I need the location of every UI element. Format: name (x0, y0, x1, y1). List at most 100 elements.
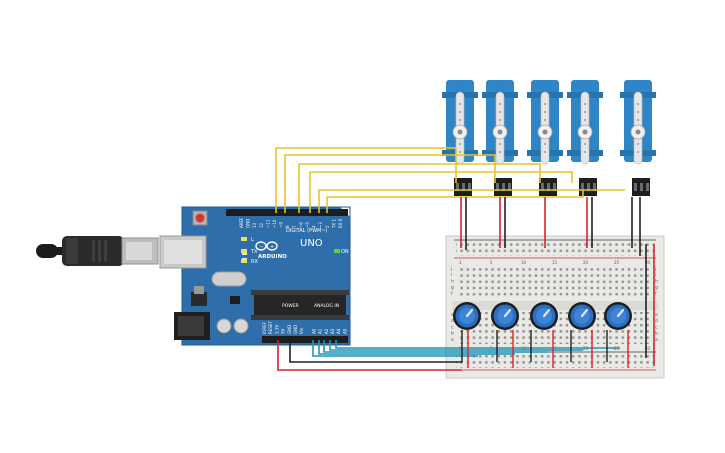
power-analog-pin-label: RESET (268, 321, 273, 334)
digital-pin-label: 4 (312, 225, 317, 228)
analog-header-label: ANALOG IN (314, 303, 339, 309)
row-letter: i (655, 272, 656, 278)
power-analog-pin-label: A2 (324, 328, 329, 334)
potentiometer[interactable] (453, 302, 481, 330)
servo-motor[interactable] (527, 80, 563, 196)
signal-wires (275, 147, 625, 213)
pot-leads (461, 330, 629, 368)
digital-header (226, 209, 348, 216)
row-letter: c (655, 325, 658, 330)
top-power-rail (456, 243, 654, 256)
power-analog-pin-label: 3.3V (274, 325, 279, 334)
digital-pin-label: ~6 (298, 222, 303, 228)
row-letter: d (451, 318, 454, 324)
reset-button[interactable] (195, 213, 205, 223)
power-analog-pin-label: 5V (281, 328, 286, 334)
l-led (241, 237, 247, 241)
row-letter: e (655, 313, 658, 318)
row-letter: f (451, 291, 453, 297)
digital-pin-label: 8 (285, 225, 290, 228)
power-analog-header (262, 336, 348, 343)
l-led-label: L (251, 237, 254, 243)
signal-wire-5 (318, 189, 625, 213)
row-letter: d (655, 318, 658, 324)
power-analog-pin-label: A0 (311, 328, 316, 334)
digital-pin-label: ~5 (305, 222, 310, 228)
rx-led (241, 259, 247, 263)
digital-pin-label: ~9 (279, 222, 284, 228)
column-number: 10 (521, 260, 527, 265)
digital-pin-label: 13 (252, 222, 257, 228)
row-letter: c (451, 325, 454, 330)
capacitor (216, 318, 232, 334)
power-analog-pin-label: A3 (330, 328, 335, 334)
arduino-uno-board: L TX RX ON − + ARDUINO UNO DIGITAL (PWM~… (159, 206, 351, 346)
brand-label: ARDUINO (258, 254, 287, 260)
power-analog-pin-label: GND (287, 325, 292, 334)
column-number: 20 (583, 260, 589, 265)
column-number: 1 (459, 260, 462, 265)
row-letter: f (655, 291, 657, 297)
row-letter: b (451, 331, 454, 337)
digital-pin-label: 7 (292, 225, 297, 228)
digital-header-label: DIGITAL (PWM~) (286, 228, 328, 234)
servo-motor[interactable] (442, 80, 478, 196)
row-letter: j (654, 266, 656, 272)
column-number: 25 (614, 260, 620, 265)
tx-led-label: TX (250, 249, 258, 255)
arduino-logo: − + (255, 241, 278, 251)
arduino-power-wires (277, 244, 655, 371)
column-number: 15 (552, 260, 558, 265)
digital-pin-label: AREF (239, 217, 244, 228)
usb-cable (36, 236, 159, 266)
power-header-label: POWER (282, 303, 299, 309)
row-letter: g (655, 286, 658, 291)
row-letter: a (451, 338, 454, 343)
power-analog-pin-label: IOREF (262, 321, 267, 334)
potentiometer[interactable] (568, 302, 596, 330)
crystal-oscillator (211, 271, 247, 287)
column-number: 30 (645, 346, 651, 351)
row-letter: e (451, 313, 454, 318)
row-letter: a (655, 338, 658, 343)
model-label: UNO (300, 238, 323, 249)
digital-pin-label: RX 0 (338, 218, 343, 228)
power-analog-pin-label: Vin (299, 327, 304, 334)
digital-pin-label: ~11 (265, 219, 270, 228)
digital-pin-label: ~10 (272, 219, 277, 228)
power-analog-pin-label: A1 (318, 328, 323, 334)
power-analog-pin-label: GND (293, 325, 298, 334)
row-letter: g (451, 286, 454, 291)
signal-wire-3 (298, 163, 541, 213)
digital-pin-label: 12 (259, 222, 264, 228)
on-led (334, 249, 340, 253)
row-letter: h (655, 278, 658, 284)
signal-wire-2 (284, 154, 496, 213)
on-led-label: ON (341, 249, 349, 255)
column-number: 5 (490, 260, 493, 265)
svg-text:−: − (260, 244, 264, 250)
tx-led (241, 249, 247, 253)
digital-pin-label: ~3 (318, 222, 323, 228)
potentiometer[interactable] (530, 302, 558, 330)
rx-led-label: RX (251, 259, 258, 265)
servo-power-wires (460, 197, 641, 256)
bottom-power-rail (456, 355, 654, 368)
potentiometer[interactable] (491, 302, 519, 330)
row-letter: h (451, 278, 454, 284)
atmega-chip (254, 295, 346, 315)
digital-pin-label: 2 (325, 225, 330, 228)
power-analog-pin-label: A4 (336, 328, 341, 334)
terminal-strip-top (458, 266, 652, 298)
signal-wire-4 (309, 171, 573, 213)
digital-pin-label: GND (246, 219, 251, 228)
potentiometer[interactable] (604, 302, 632, 330)
row-letter: b (655, 331, 658, 337)
digital-pin-label: TX 1 (331, 219, 336, 229)
row-letter: i (451, 272, 452, 278)
column-number: 30 (645, 260, 651, 265)
analog-wires (312, 340, 620, 357)
servo-motor[interactable] (482, 80, 518, 196)
servo-motor[interactable] (620, 80, 656, 196)
